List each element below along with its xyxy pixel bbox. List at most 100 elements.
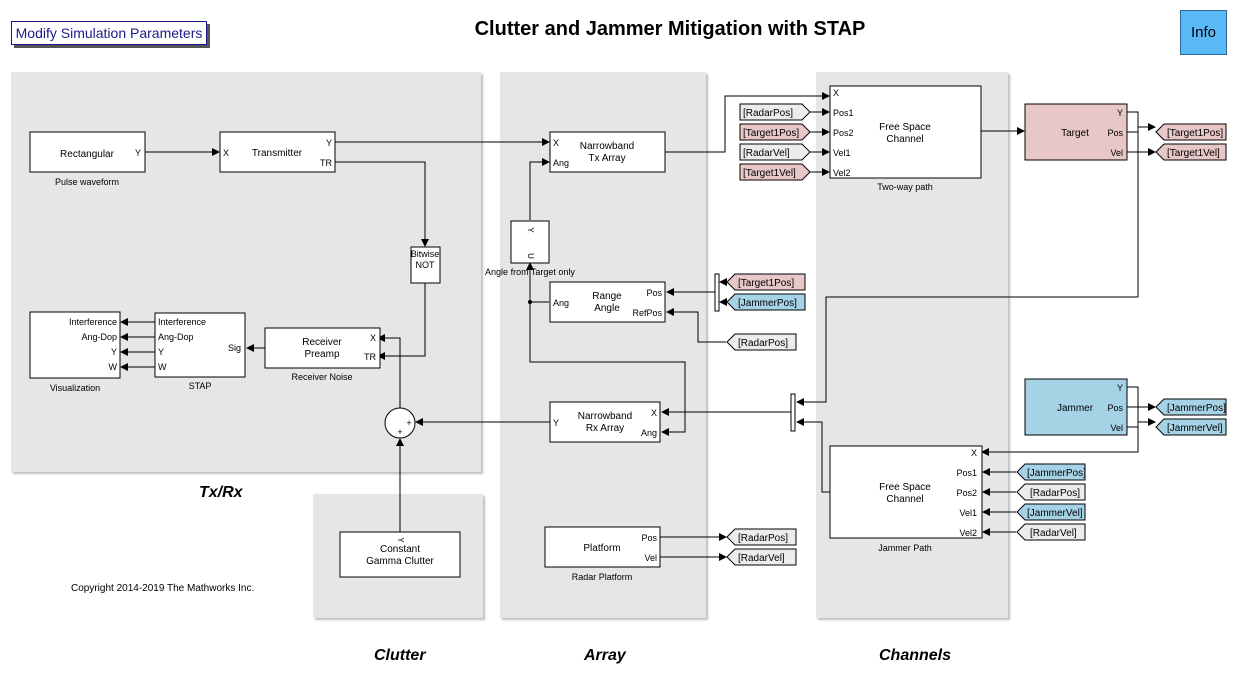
two-way-port-pos1: Pos1 <box>833 108 854 118</box>
range-angle-port-pos: Pos <box>646 288 662 298</box>
tag-label: [Target1Pos] <box>743 128 799 139</box>
two-way-channel-block[interactable]: Free Space Channel X Pos1 Pos2 Vel1 Vel2… <box>829 85 982 192</box>
bitwise-label: Bitwise <box>411 249 440 259</box>
constant-gamma-clutter-block[interactable]: Y Constant Gamma Clutter <box>339 531 461 578</box>
jammer-block[interactable]: Jammer Y Pos Vel <box>1024 378 1128 436</box>
stap-port-y: Y <box>158 347 164 357</box>
clutter-label: Clutter <box>374 647 426 664</box>
angle-selector-block[interactable]: Y U Angle from Target only <box>485 220 575 277</box>
bitwise-not-block[interactable]: Bitwise NOT <box>410 246 441 284</box>
target-port-vel: Vel <box>1110 148 1123 158</box>
tag-radarpos-twoway[interactable]: [RadarPos] <box>739 103 811 121</box>
tag-radarpos-jammerpath[interactable]: [RadarPos] <box>1016 483 1086 501</box>
tag-target1pos-twoway[interactable]: [Target1Pos] <box>739 123 811 141</box>
tag-target1vel-out[interactable]: [Target1Vel] <box>1155 143 1227 161</box>
sum-block[interactable]: + + <box>384 407 416 439</box>
tag-jammerpos-out[interactable]: [JammerPos] <box>1155 398 1227 416</box>
range-angle-port-refpos: RefPos <box>632 308 662 318</box>
tag-label: [RadarVel] <box>1030 528 1077 539</box>
visualization-port-interference: Interference <box>69 317 117 327</box>
pulse-waveform-block[interactable]: Rectangular Y Pulse waveform <box>29 131 146 187</box>
visualization-port-ang-dop: Ang-Dop <box>81 332 117 342</box>
clutter-gamma-label: Gamma Clutter <box>366 556 434 567</box>
jammer-path-port-vel2: Vel2 <box>959 528 977 538</box>
jammer-path-channel-block[interactable]: Free Space Channel X Pos1 Pos2 Vel1 Vel2… <box>829 445 983 553</box>
tag-label: [Target1Vel] <box>1167 148 1220 159</box>
platform-block[interactable]: Platform Pos Vel Radar Platform <box>544 526 661 582</box>
target-name: Target <box>1061 128 1089 139</box>
narrowband-rx-array-block[interactable]: Narrowband Rx Array Y X Ang <box>549 401 661 443</box>
rx-array-port-y: Y <box>553 418 559 428</box>
two-way-port-x: X <box>833 88 839 98</box>
jammer-port-y: Y <box>1117 383 1123 393</box>
receiver-preamp-block[interactable]: Receiver Preamp X TR Receiver Noise <box>264 327 381 382</box>
array-label: Array <box>584 647 626 664</box>
jammer-path-port-pos1: Pos1 <box>956 468 977 478</box>
goto-tags: [RadarPos] [Target1Pos] [RadarVel] [Targ… <box>726 103 1227 566</box>
tag-label: [RadarVel] <box>738 553 785 564</box>
two-way-channel-label: Channel <box>886 134 923 145</box>
tag-jammerpos-mux[interactable]: [JammerPos] <box>726 293 806 311</box>
not-label: NOT <box>416 260 436 270</box>
rx-array-label: Rx Array <box>586 423 624 434</box>
two-way-port-vel1: Vel1 <box>833 148 851 158</box>
tag-radarpos-rangeangle[interactable]: [RadarPos] <box>726 333 797 351</box>
platform-name: Platform <box>583 543 620 554</box>
target-block[interactable]: Target Y Pos Vel <box>1024 103 1128 161</box>
rx-signal-mux[interactable] <box>790 393 796 432</box>
two-way-free-space-label: Free Space <box>879 122 931 133</box>
modify-parameters-button[interactable]: Modify Simulation Parameters <box>11 21 207 45</box>
tag-target1pos-out[interactable]: [Target1Pos] <box>1155 123 1227 141</box>
stap-block[interactable]: Interference Ang-Dop Y W Sig STAP <box>154 312 246 391</box>
tag-target1pos-mux[interactable]: [Target1Pos] <box>726 273 806 291</box>
rx-array-port-x: X <box>651 408 657 418</box>
tag-label: [RadarPos] <box>743 108 793 119</box>
tx-array-port-ang: Ang <box>553 158 569 168</box>
stap-port-sig: Sig <box>228 343 241 353</box>
tag-jammervel-jammerpath[interactable]: [JammerVel] <box>1016 503 1086 521</box>
sum-plus-right: + <box>406 418 411 428</box>
tag-label: [Target1Pos] <box>1167 128 1223 139</box>
tag-label: [JammerPos] <box>738 298 797 309</box>
selector-port-u: U <box>526 253 535 259</box>
transmitter-name: Transmitter <box>252 148 303 159</box>
visualization-block[interactable]: Interference Ang-Dop Y W Visualization <box>29 311 121 393</box>
jammer-path-port-vel1: Vel1 <box>959 508 977 518</box>
narrowband-tx-array-block[interactable]: Narrowband Tx Array X Ang <box>549 131 666 173</box>
tag-radarpos-platform[interactable]: [RadarPos] <box>726 528 797 546</box>
tx-array-port-x: X <box>553 138 559 148</box>
channels-label: Channels <box>879 647 952 664</box>
pulse-waveform-port-y: Y <box>135 148 141 158</box>
tag-label: [Target1Vel] <box>743 168 796 179</box>
info-button[interactable]: Info <box>1180 10 1227 55</box>
receiver-port-tr: TR <box>364 352 376 362</box>
sum-plus-bottom: + <box>397 427 402 437</box>
target-jammer-mux[interactable] <box>714 273 720 312</box>
tag-jammerpos-jammerpath[interactable]: [JammerPos] <box>1016 463 1086 481</box>
clutter-port-y: Y <box>396 537 405 543</box>
tag-radarvel-platform[interactable]: [RadarVel] <box>726 548 797 566</box>
pulse-waveform-caption: Pulse waveform <box>55 177 119 187</box>
visualization-port-y: Y <box>111 347 117 357</box>
range-angle-block[interactable]: Range Angle Ang Pos RefPos <box>549 281 666 323</box>
transmitter-block[interactable]: Transmitter X Y TR <box>219 131 336 173</box>
tx-array-label: Tx Array <box>588 153 625 164</box>
transmitter-port-x: X <box>223 148 229 158</box>
receiver-label: Receiver <box>302 337 342 348</box>
tag-label: [JammerPos] <box>1167 403 1226 414</box>
visualization-caption: Visualization <box>50 383 100 393</box>
target-port-y: Y <box>1117 108 1123 118</box>
tag-radarvel-jammerpath[interactable]: [RadarVel] <box>1016 523 1086 541</box>
jammer-path-caption: Jammer Path <box>878 543 932 553</box>
jammer-name: Jammer <box>1057 403 1094 414</box>
tag-jammervel-out[interactable]: [JammerVel] <box>1155 418 1227 436</box>
selector-caption: Angle from Target only <box>485 267 575 277</box>
tag-label: [JammerVel] <box>1027 508 1083 519</box>
target-port-pos: Pos <box>1107 128 1123 138</box>
two-way-caption: Two-way path <box>877 182 933 192</box>
tag-radarvel-twoway[interactable]: [RadarVel] <box>739 143 811 161</box>
tag-label: [RadarPos] <box>1030 488 1080 499</box>
platform-port-pos: Pos <box>641 533 657 543</box>
rx-array-port-ang: Ang <box>641 428 657 438</box>
tag-target1vel-twoway[interactable]: [Target1Vel] <box>739 163 811 181</box>
